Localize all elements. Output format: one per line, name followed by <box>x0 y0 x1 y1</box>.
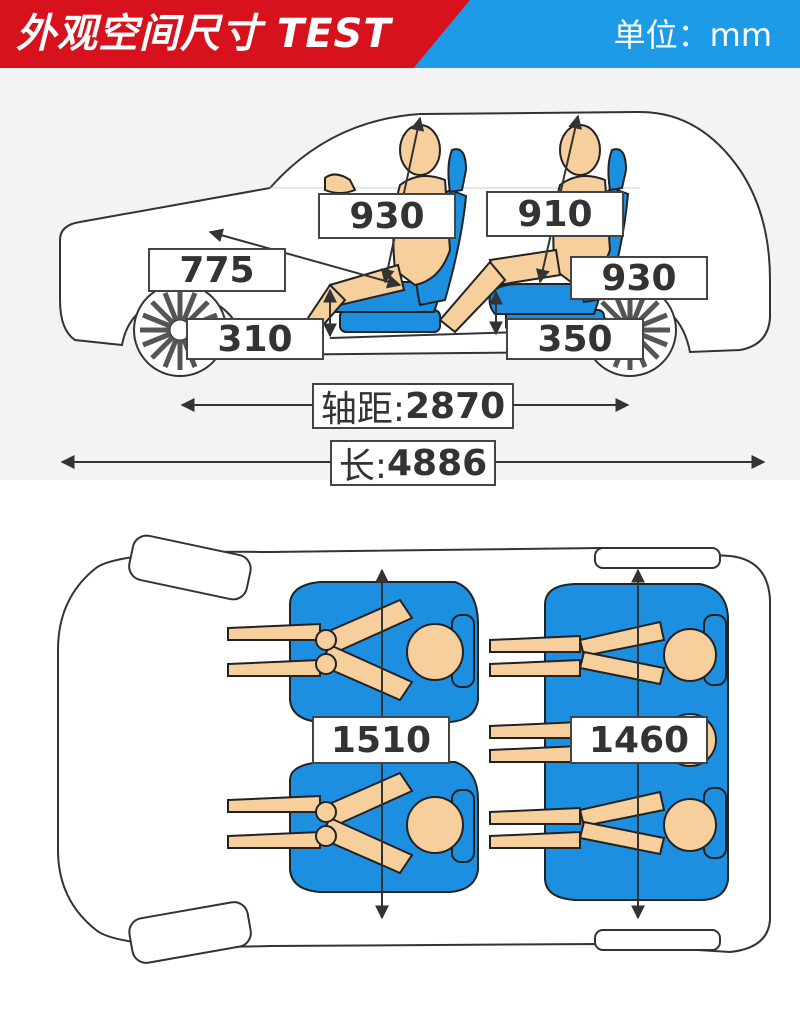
rear-right-wheel-icon <box>594 929 721 951</box>
front-shoulder-width-value: 1510 <box>312 716 450 764</box>
front-left-wheel-icon <box>128 534 252 601</box>
rear-left-wheel-icon <box>594 547 721 569</box>
front-legroom-value: 775 <box>148 248 286 292</box>
rear-seat-height-value: 350 <box>506 318 644 360</box>
wheelbase-number: 2870 <box>404 385 506 427</box>
rear-headroom-value: 910 <box>486 191 624 237</box>
wheelbase-value: 轴距: 2870 <box>312 383 514 430</box>
page-title: 外观空间尺寸 TEST <box>16 11 392 57</box>
rear-shoulder-width-value: 1460 <box>570 716 708 764</box>
header-bar: 外观空间尺寸 TEST 单位：mm <box>0 0 800 68</box>
front-headroom-value: 930 <box>318 193 456 239</box>
front-seat-height-value: 310 <box>186 318 324 360</box>
length-value: 长: 4886 <box>330 440 496 487</box>
unit-label: 单位：mm <box>613 16 772 54</box>
header-red-banner <box>0 0 470 68</box>
front-passengers-top-icon <box>227 598 464 875</box>
front-right-wheel-icon <box>128 901 252 964</box>
rear-legroom-value: 930 <box>570 256 708 300</box>
length-label: 长: <box>338 446 387 487</box>
wheelbase-label: 轴距: <box>320 389 405 430</box>
length-number: 4886 <box>386 442 488 484</box>
cabin-floor-line <box>329 331 521 339</box>
